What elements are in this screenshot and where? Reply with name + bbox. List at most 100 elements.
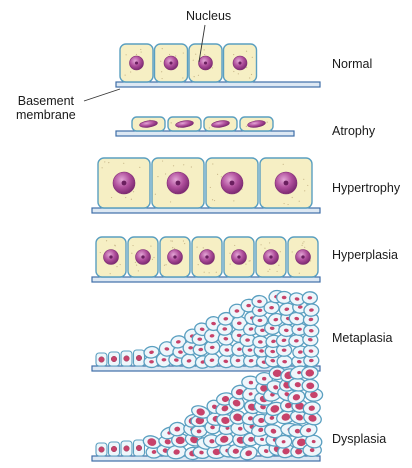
cytoplasm-speck [212, 163, 213, 164]
cytoplasm-speck [234, 245, 235, 246]
cytoplasm-speck [173, 165, 174, 166]
cytoplasm-speck [171, 122, 172, 123]
cytoplasm-speck [267, 271, 268, 272]
cytoplasm-speck [136, 265, 137, 266]
nucleolus [204, 61, 207, 64]
hypertrophy-epithelium [98, 158, 312, 208]
cytoplasm-speck [203, 247, 204, 248]
cytoplasm-speck [110, 273, 111, 274]
cytoplasm-speck [183, 240, 184, 241]
cytoplasm-speck [217, 174, 218, 175]
cytoplasm-speck [210, 187, 211, 188]
nucleolus [176, 181, 181, 186]
cytoplasm-speck [233, 54, 234, 55]
cytoplasm-speck [302, 243, 303, 244]
nucleus [282, 296, 287, 299]
cytoplasm-speck [100, 252, 101, 253]
cytoplasm-speck [123, 163, 124, 164]
cytoplasm-speck [108, 162, 109, 163]
cytoplasm-speck [246, 126, 247, 127]
cytoplasm-speck [230, 264, 231, 265]
nucleolus [230, 181, 235, 186]
nucleus [124, 356, 130, 362]
nucleus [197, 337, 202, 340]
cytoplasm-speck [221, 176, 222, 177]
cytoplasm-speck [195, 54, 196, 55]
nucleus [136, 355, 142, 361]
nucleolus [284, 181, 289, 186]
cytoplasm-speck [131, 199, 132, 200]
cytoplasm-speck [204, 272, 205, 273]
cytoplasm-speck [132, 245, 133, 246]
cytoplasm-speck [283, 203, 284, 204]
basement-membrane [116, 82, 320, 87]
cytoplasm-speck [269, 269, 270, 270]
cytoplasm-speck [115, 245, 116, 246]
basement-label-line1: Basement [16, 94, 76, 108]
stage-label-dysplasia: Dysplasia [332, 432, 386, 446]
nucleus-label: Nucleus [186, 9, 231, 23]
cytoplasm-speck [212, 67, 213, 68]
cytoplasm-speck [212, 199, 213, 200]
cytoplasm-speck [102, 167, 103, 168]
cytoplasm-speck [106, 240, 107, 241]
cytoplasm-speck [251, 74, 252, 75]
cytoplasm-speck [283, 164, 284, 165]
cytoplasm-speck [126, 54, 127, 55]
cytoplasm-speck [245, 263, 246, 264]
cytoplasm-speck [303, 179, 304, 180]
cytoplasm-speck [276, 271, 277, 272]
cytoplasm-speck [155, 194, 156, 195]
cytoplasm-speck [233, 200, 234, 201]
cytoplasm-speck [264, 248, 265, 249]
cytoplasm-speck [198, 75, 199, 76]
nucleus [124, 446, 130, 452]
cytoplasm-speck [150, 245, 151, 246]
cytoplasm-speck [162, 78, 163, 79]
cytoplasm-speck [138, 270, 139, 271]
basement-membrane [116, 131, 294, 136]
stage-label-hyperplasia: Hyperplasia [332, 248, 398, 262]
cytoplasm-speck [292, 197, 293, 198]
cytoplasm-speck [299, 273, 300, 274]
nucleolus [205, 255, 208, 258]
hyperplasia-epithelium [96, 237, 318, 277]
normal-epithelium [120, 44, 257, 82]
nucleolus [122, 181, 127, 186]
cytoplasm-speck [304, 247, 305, 248]
dysplasia-epithelium [96, 364, 323, 461]
cytoplasm-speck [184, 243, 185, 244]
cytoplasm-speck [304, 190, 305, 191]
cytoplasm-speck [139, 167, 140, 168]
cytoplasm-speck [152, 259, 153, 260]
cytoplasm-speck [135, 262, 136, 263]
cytoplasm-speck [204, 54, 205, 55]
cytoplasm-speck [175, 55, 176, 56]
cytoplasm-speck [269, 242, 270, 243]
cytoplasm-speck [204, 49, 205, 50]
cytoplasm-speck [164, 265, 165, 266]
basement-leader-line [84, 89, 120, 101]
cytoplasm-speck [260, 244, 261, 245]
nucleus [136, 445, 142, 451]
cytoplasm-speck [310, 260, 311, 261]
cytoplasm-speck [246, 67, 247, 68]
cytoplasm-speck [209, 127, 210, 128]
cytoplasm-speck [170, 240, 171, 241]
cytoplasm-speck [162, 48, 163, 49]
cytoplasm-speck [252, 57, 253, 58]
cytoplasm-speck [165, 173, 166, 174]
cytoplasm-speck [229, 253, 230, 254]
cytoplasm-speck [172, 247, 173, 248]
cytoplasm-speck [246, 51, 247, 52]
nucleolus [141, 255, 144, 258]
cytoplasm-speck [125, 197, 126, 198]
cytoplasm-speck [104, 161, 105, 162]
cytoplasm-speck [249, 77, 250, 78]
nucleolus [238, 61, 241, 64]
cytoplasm-speck [278, 265, 279, 266]
cytoplasm-speck [292, 251, 293, 252]
cytoplasm-speck [130, 71, 131, 72]
cytoplasm-speck [120, 264, 121, 265]
cytoplasm-speck [140, 49, 141, 50]
